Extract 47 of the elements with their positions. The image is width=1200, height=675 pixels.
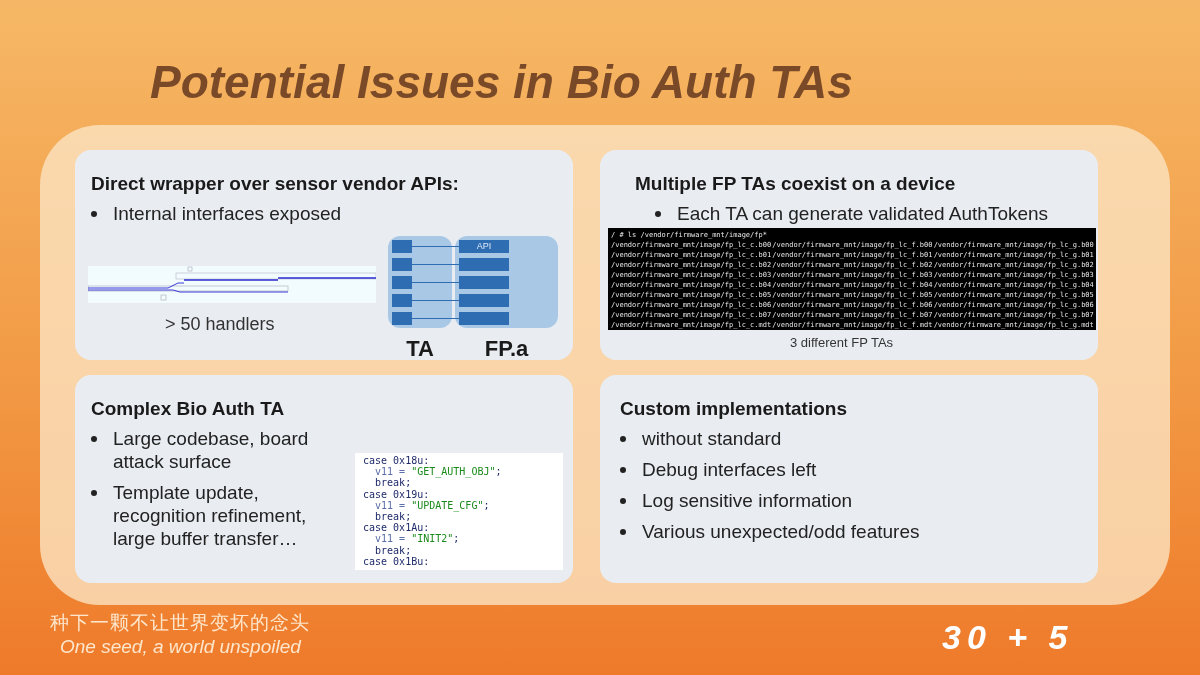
- bullet-text: Log sensitive information: [642, 489, 853, 512]
- card-heading: Complex Bio Auth TA: [91, 397, 286, 421]
- bullet-text: Internal interfaces exposed: [113, 202, 342, 225]
- code-line: case 0x19u:: [363, 488, 431, 500]
- module-box: [392, 294, 412, 307]
- bullet-text: Various unexpected/odd features: [642, 520, 920, 543]
- module-box: [459, 258, 509, 271]
- connector-line: [411, 299, 460, 302]
- code-line: break;: [374, 511, 413, 523]
- module-box: [459, 294, 509, 307]
- connector-line: [411, 281, 460, 284]
- card: [600, 375, 1098, 583]
- api-label: API: [476, 242, 492, 251]
- slogan: One seed, a world unspoiled: [60, 635, 301, 659]
- bullet-text: Each TA can generate validated AuthTokens: [677, 202, 1049, 225]
- connector-line: [411, 245, 460, 248]
- bullet-text: without standard: [642, 427, 782, 450]
- module-box: [392, 258, 412, 271]
- bullet-text: Debug interfaces left: [642, 458, 817, 481]
- module-box: [459, 276, 509, 289]
- bullet-text: Large codebase, board attack surface: [113, 427, 310, 473]
- region-label: FP.a: [484, 335, 529, 363]
- code-line: v11 = "GET_AUTH_OBJ";: [374, 466, 503, 478]
- connector-line: [411, 317, 460, 320]
- slogan: 种下一颗不让世界变坏的念头: [50, 610, 310, 635]
- code-line: case 0x1Au:: [363, 522, 431, 534]
- card-heading: Direct wrapper over sensor vendor APIs:: [91, 172, 460, 196]
- code-line: break;: [374, 477, 413, 489]
- picture-caption: 3 different FP TAs: [790, 334, 894, 352]
- card-heading: Multiple FP TAs coexist on a device: [635, 172, 957, 196]
- region-label: TA: [406, 335, 434, 363]
- module-box: [459, 240, 509, 253]
- code-line: case 0x1Bu:: [363, 555, 431, 568]
- module-box: [392, 312, 412, 325]
- title: Potential Issues in Bio Auth TAs: [150, 55, 853, 110]
- code-line: v11 = "INIT2";: [374, 533, 461, 545]
- card-heading: Custom implementations: [620, 397, 848, 421]
- event-number: 30 + 5: [942, 617, 1074, 658]
- code-line: case 0x18u:: [363, 455, 431, 467]
- module-box: [392, 276, 412, 289]
- bullet-text: Template update, recognition refinement, large buffer transfer…: [113, 481, 308, 550]
- module-box: [459, 312, 509, 325]
- code-line: v11 = "UPDATE_CFG";: [374, 499, 491, 511]
- code-line: break;: [374, 544, 413, 556]
- connector-line: [411, 263, 460, 266]
- picture-caption: > 50 handlers: [165, 313, 275, 336]
- module-box: [392, 240, 412, 253]
